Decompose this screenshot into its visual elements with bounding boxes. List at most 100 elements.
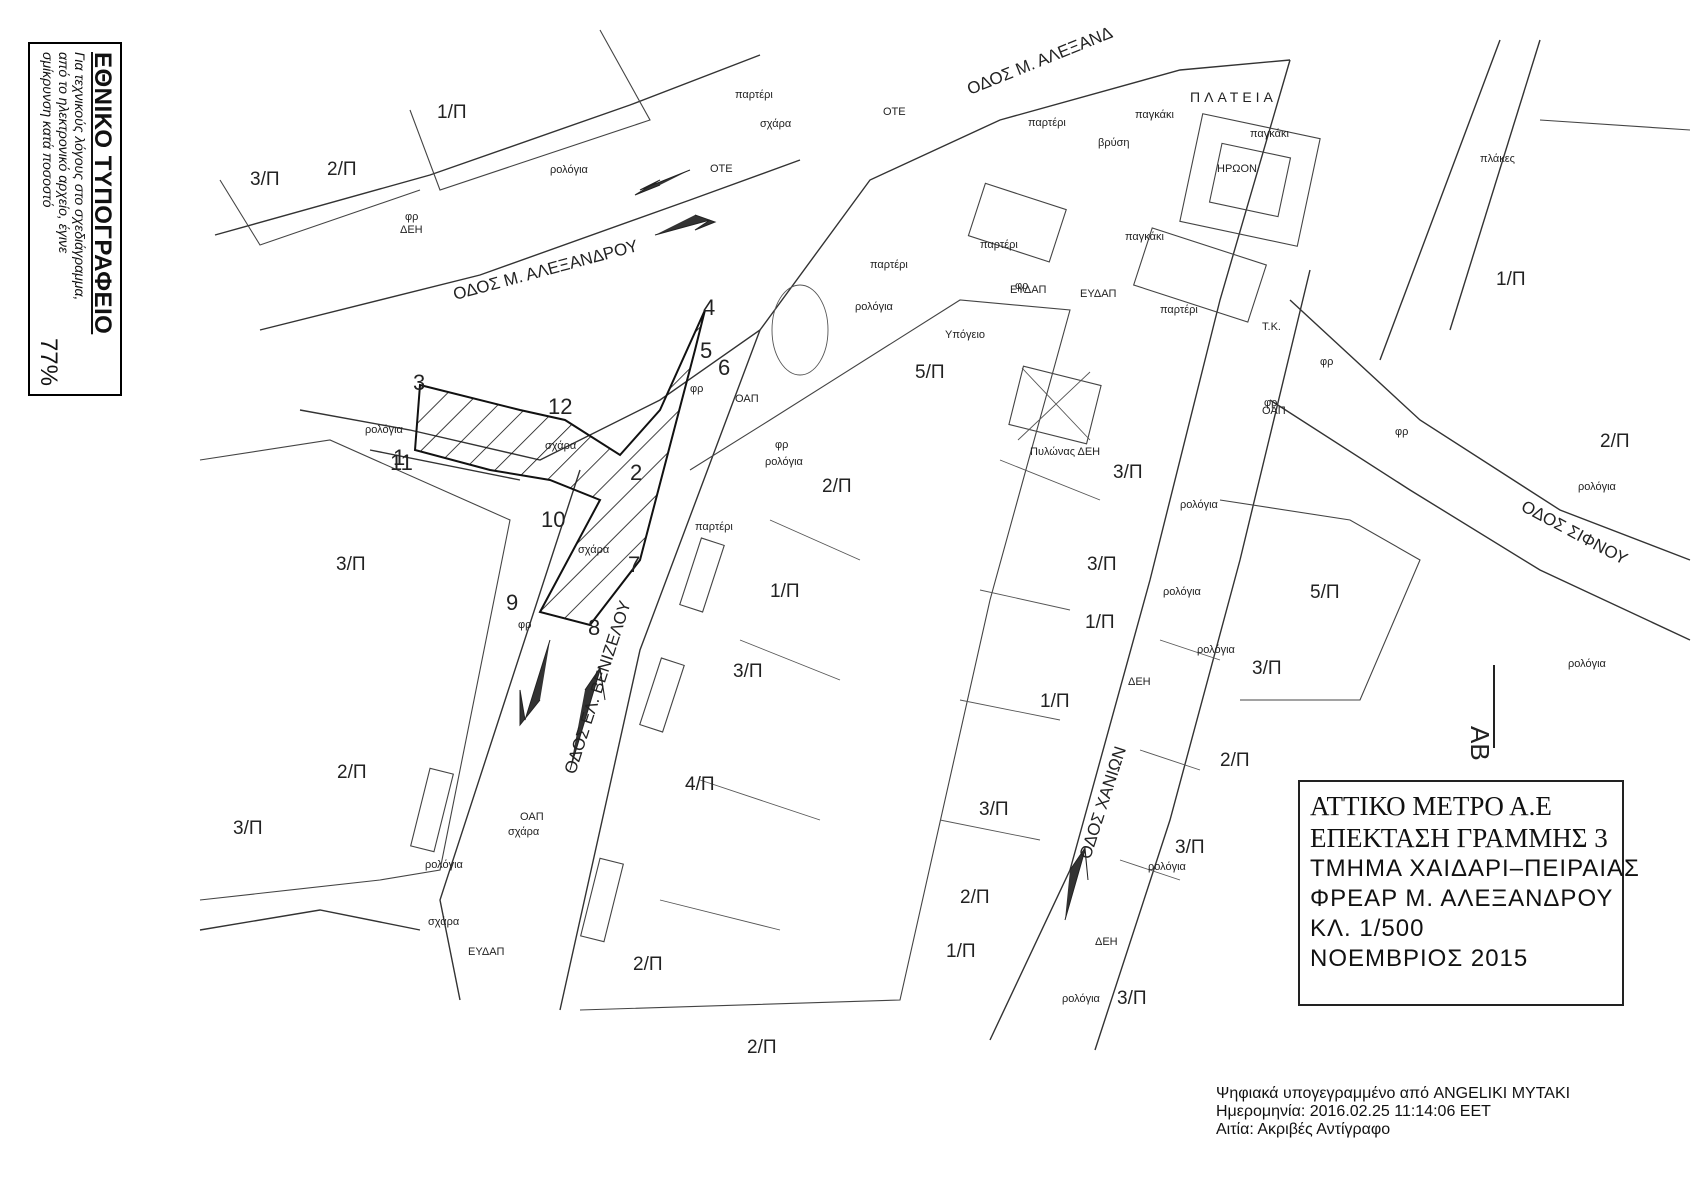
clock-label: ρολόγια	[1180, 499, 1219, 511]
fp-label: φρ	[1395, 426, 1408, 438]
block-labels: 1/Π 2/Π 3/Π 3/Π 2/Π 3/Π 5/Π 2/Π 1/Π 3/Π …	[233, 102, 1630, 1058]
stamp-line: σμίκρυνση κατά ποσοστό	[40, 52, 56, 208]
block-label: 2/Π	[1600, 431, 1630, 452]
pylon-deh-cross	[1017, 371, 1091, 441]
eydap-label: ΕΥΔΑΠ	[468, 946, 505, 958]
block-label: 1/Π	[1085, 612, 1115, 633]
arrow-chanion	[1064, 846, 1089, 921]
direction-arrows	[519, 169, 1089, 921]
traffic-light-circle	[771, 284, 829, 376]
eydap-label: ΕΥΔΑΠ	[1080, 288, 1117, 300]
bench-label: παγκάκι	[1250, 128, 1290, 140]
street-label-sifnou: ΟΔΟΣ ΣΙΦΝΟΥ	[1518, 497, 1631, 569]
tiles-label: πλάκες	[1480, 153, 1515, 165]
north-mark-label: ΑΒ	[1465, 726, 1495, 761]
stamp-line: από το ηλεκτρονικό αρχείο, έγινε	[56, 52, 72, 254]
block-outline	[1219, 499, 1421, 701]
property-line	[659, 459, 1221, 931]
deh-label: ΔΕΗ	[1095, 936, 1118, 948]
block-label: 3/Π	[250, 169, 280, 190]
eastern-street-edge-2	[1449, 39, 1541, 331]
clock-label: ρολόγια	[855, 301, 894, 313]
signature-signer: Ψηφιακά υπογεγραμμένο από ANGELIKI MYTAK…	[1216, 1085, 1571, 1102]
block-label: 1/Π	[946, 941, 976, 962]
schara-label: σχάρα	[760, 118, 792, 130]
title-date: ΝΟΕΜΒΡΙΟΣ 2015	[1310, 945, 1529, 972]
block-outline	[199, 439, 511, 901]
sifnou-road-north-edge	[1289, 299, 1691, 561]
block-label: 1/Π	[1040, 691, 1070, 712]
parterre-label: παρτέρι	[695, 521, 733, 533]
block-outline	[409, 29, 651, 191]
point-label: 4	[703, 295, 715, 320]
shaft-hatched-polygon	[413, 309, 706, 627]
title-project: ΕΠΕΚΤΑΣΗ ΓΡΑΜΜΗΣ 3	[1310, 823, 1608, 853]
fp-label: φρ	[518, 619, 531, 631]
point-label: 9	[506, 590, 518, 615]
fp-label: φρ	[405, 211, 418, 223]
square-building	[1132, 227, 1268, 323]
arrow-south	[519, 639, 551, 727]
fountain-label: βρύση	[1098, 137, 1130, 149]
clock-label: ρολόγια	[1148, 861, 1187, 873]
schara-label: σχάρα	[578, 544, 610, 556]
shaft-area	[413, 309, 706, 627]
point-label: 6	[718, 355, 730, 380]
ote-label: ΟΤΕ	[710, 163, 733, 175]
fp-label: φρ	[1320, 356, 1333, 368]
digital-signature: Ψηφιακά υπογεγραμμένο από ANGELIKI MYTAK…	[1216, 1085, 1686, 1139]
block-outline	[219, 179, 421, 246]
north-arrow: ΑΒ	[1465, 665, 1495, 761]
clock-label: ρολόγια	[1197, 644, 1236, 656]
parterre-label: παρτέρι	[870, 259, 908, 271]
heroon-monument	[1179, 113, 1321, 247]
southwest-road-edge	[199, 909, 421, 931]
block-label: 3/Π	[233, 818, 263, 839]
deh-label: ΔΕΗ	[400, 224, 423, 236]
stamp-title: ΕΘΝΙΚΟ ΤΥΠΟΓΡΑΦΕΙΟ	[89, 52, 116, 335]
building-blocks	[199, 29, 1691, 1011]
title-scale: ΚΛ. 1/500	[1310, 915, 1425, 942]
schara-label: σχάρα	[428, 916, 460, 928]
fp-label: φρ	[1015, 280, 1028, 292]
stamp-line: Για τεχνικούς λόγους στο σχεδιάγραμμα,	[72, 52, 88, 301]
arrow-north	[569, 666, 606, 771]
fp-label: φρ	[690, 383, 703, 395]
eydap-label: ΕΥΔΑΠ	[1010, 284, 1047, 296]
fp-label: φρ	[775, 439, 788, 451]
square-features	[410, 113, 1321, 943]
block-label: 1/Π	[770, 581, 800, 602]
block-label: 3/Π	[336, 554, 366, 575]
tk-label: Τ.Κ.	[1262, 321, 1281, 333]
point-label: 10	[541, 507, 565, 532]
oap-label: ΟΑΠ	[735, 393, 759, 405]
parterre-label: παρτέρι	[1160, 304, 1198, 316]
street-label-chanion: ΟΔΟΣ ΧΑΝΙΩΝ	[1076, 744, 1130, 861]
street-label-alexandrou-left: ΟΔΟΣ Μ. ΑΛΕΞΑΝΔΡΟΥ	[451, 236, 640, 304]
title-company: ΑΤΤΙΚΟ ΜΕΤΡΟ Α.Ε	[1310, 791, 1552, 821]
clock-label: ρολόγια	[1578, 481, 1617, 493]
clock-label: ρολόγια	[1568, 658, 1607, 670]
parterre-box	[580, 857, 624, 943]
clock-label: ρολόγια	[1163, 586, 1202, 598]
venizelou-road-east-edge	[559, 329, 761, 1011]
block-label: 1/Π	[437, 102, 467, 123]
block-label: 3/Π	[1175, 837, 1205, 858]
block-label: 3/Π	[1117, 988, 1147, 1009]
block-outline	[579, 299, 1071, 1011]
block-label: 3/Π	[1087, 554, 1117, 575]
oap-label: ΟΑΠ	[520, 811, 544, 823]
sifnou-road-south-edge	[1269, 399, 1691, 641]
polygon-point-numbers: 1 2 3 4 5 6 7 8 9 10 11 12	[390, 295, 730, 640]
block-label: 3/Π	[979, 799, 1009, 820]
block-label: 2/Π	[337, 762, 367, 783]
national-printing-office-stamp: ΕΘΝΙΚΟ ΤΥΠΟΓΡΑΦΕΙΟ Για τεχνικούς λόγους …	[28, 42, 122, 396]
block-label: 2/Π	[822, 476, 852, 497]
clock-label: ρολόγια	[365, 424, 404, 436]
block-label: 5/Π	[1310, 582, 1340, 603]
block-outline	[1539, 119, 1691, 131]
block-label: 3/Π	[1252, 658, 1282, 679]
fp-label: φρ	[1264, 397, 1277, 409]
block-label: 3/Π	[733, 661, 763, 682]
alexandrou-road-north-edge	[214, 54, 761, 236]
